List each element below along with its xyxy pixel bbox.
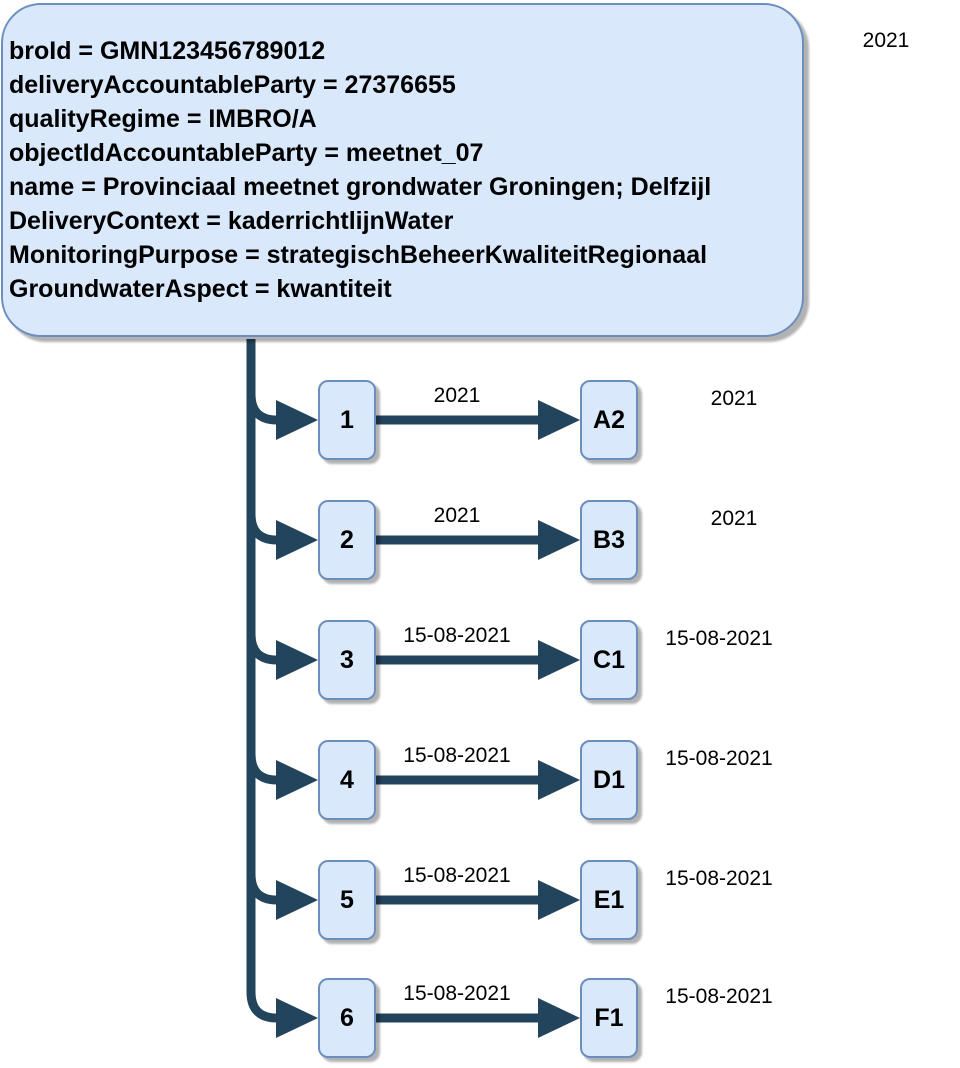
root-attribute-delivery-context: DeliveryContext = kaderrichtlijnWater <box>9 207 454 235</box>
source-node: 2 <box>318 500 376 580</box>
edge-date-label: 15-08-2021 <box>403 982 511 1005</box>
edge-date-label: 15-08-2021 <box>403 744 511 767</box>
edge-arrowhead <box>538 998 580 1038</box>
edge-arrowhead <box>538 400 580 440</box>
branch-line <box>246 753 278 785</box>
edge-date-label: 2021 <box>433 504 481 527</box>
branch-arrowhead <box>276 400 318 440</box>
edge-arrowhead <box>538 520 580 560</box>
source-node: 1 <box>318 380 376 460</box>
branch-line <box>246 633 278 665</box>
target-node: F1 <box>580 978 638 1058</box>
row-date-label: 15-08-2021 <box>665 867 773 890</box>
source-node: 5 <box>318 860 376 940</box>
target-node: E1 <box>580 860 638 940</box>
edge-arrowhead <box>538 760 580 800</box>
edge-date-label: 15-08-2021 <box>403 624 511 647</box>
target-node: B3 <box>580 500 638 580</box>
row-date-label: 15-08-2021 <box>665 627 773 650</box>
branch-arrowhead <box>276 640 318 680</box>
row-date-label: 2021 <box>710 507 758 530</box>
row-date-label: 15-08-2021 <box>665 985 773 1008</box>
gmn-root-node: broId = GMN123456789012 deliveryAccounta… <box>1 3 804 337</box>
source-node: 4 <box>318 740 376 820</box>
row-date-label: 15-08-2021 <box>665 747 773 770</box>
trunk-line <box>246 339 278 1023</box>
root-attribute-broid: broId = GMN123456789012 <box>9 37 326 65</box>
branch-line <box>246 873 278 905</box>
root-attribute-name: name = Provinciaal meetnet grondwater Gr… <box>9 173 712 201</box>
target-node: A2 <box>580 380 638 460</box>
edge-date-label: 2021 <box>433 384 481 407</box>
source-node: 6 <box>318 978 376 1058</box>
branch-arrowhead <box>276 880 318 920</box>
branch-arrowhead <box>276 760 318 800</box>
root-attribute-delivery-accountable-party: deliveryAccountableParty = 27376655 <box>9 71 456 99</box>
target-node: D1 <box>580 740 638 820</box>
source-node: 3 <box>318 620 376 700</box>
root-year-label: 2021 <box>862 29 910 52</box>
row-date-label: 2021 <box>710 387 758 410</box>
branch-arrowhead <box>276 520 318 560</box>
edge-arrowhead <box>538 880 580 920</box>
target-node: C1 <box>580 620 638 700</box>
root-attribute-monitoring-purpose: MonitoringPurpose = strategischBeheerKwa… <box>9 241 708 269</box>
branch-line <box>246 393 278 425</box>
branch-arrowhead <box>276 998 318 1038</box>
root-attribute-quality-regime: qualityRegime = IMBRO/A <box>9 105 317 133</box>
root-attribute-groundwater-aspect: GroundwaterAspect = kwantiteit <box>9 275 392 303</box>
edge-date-label: 15-08-2021 <box>403 864 511 887</box>
edge-arrowhead <box>538 640 580 680</box>
branch-line <box>246 513 278 545</box>
root-attribute-object-id: objectIdAccountableParty = meetnet_07 <box>9 139 484 167</box>
